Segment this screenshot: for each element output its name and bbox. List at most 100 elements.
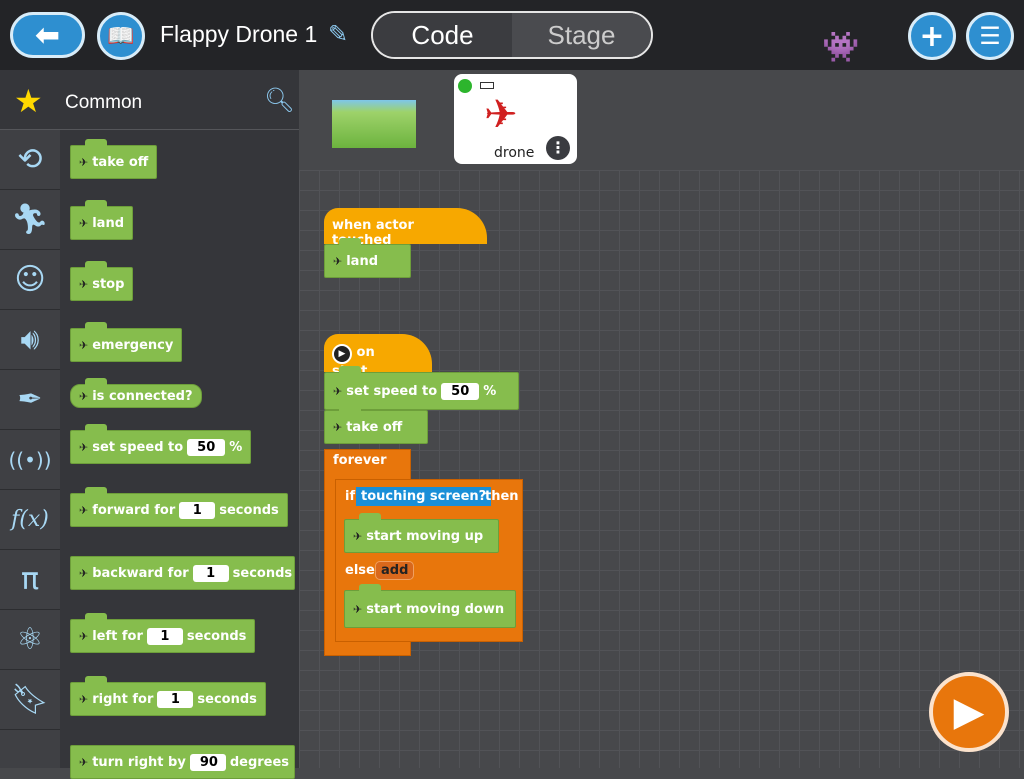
block-label: land	[92, 215, 125, 231]
block-label: start moving up	[366, 528, 484, 544]
category-list: ⟲ 🏃︎ ☺ 🔊︎ ✒ ((•)) f(x) π ⚛ 🔖︎	[0, 130, 60, 768]
start-moving-up-block[interactable]: ✈ start moving up	[344, 513, 499, 553]
block-label: emergency	[92, 337, 174, 353]
block-label: stop	[92, 276, 125, 292]
connected-status-icon	[458, 79, 472, 93]
block-label: %	[483, 383, 497, 399]
speed-input[interactable]: 50	[187, 438, 226, 456]
block-label: degrees	[229, 754, 290, 770]
degrees-input[interactable]: 90	[189, 753, 226, 771]
project-title[interactable]: Flappy Drone 1	[160, 21, 318, 47]
else-label: else	[345, 563, 375, 578]
back-button[interactable]: ⬅	[10, 12, 85, 58]
add-button[interactable]: +	[908, 12, 956, 60]
tab-code[interactable]: Code	[373, 13, 512, 57]
then-label: then	[485, 489, 519, 504]
play-icon: ▶	[953, 689, 985, 735]
loop-icon[interactable]: ⟲	[0, 130, 60, 190]
drone-icon: ✈	[79, 503, 88, 517]
monster-avatar-icon[interactable]: 👾	[822, 30, 860, 65]
palette-is-connected[interactable]: ✈ is connected?	[70, 378, 202, 408]
block-label: start moving down	[366, 601, 505, 617]
block-label: forward for	[92, 502, 176, 518]
block-label: right for	[92, 691, 154, 707]
signal-icon[interactable]: ((•))	[0, 430, 60, 490]
block-label: turn right by	[92, 754, 186, 770]
palette-land[interactable]: ✈land	[70, 200, 134, 240]
block-label: set speed to	[346, 383, 438, 399]
battery-icon	[480, 82, 494, 89]
script-canvas[interactable]	[299, 170, 1024, 768]
drone-icon: ✈	[79, 566, 88, 580]
drone-icon: ✈	[79, 277, 88, 291]
palette-emergency[interactable]: ✈emergency	[70, 322, 183, 362]
block-label: seconds	[219, 502, 279, 518]
block-label: backward for	[92, 565, 189, 581]
start-moving-down-block[interactable]: ✈ start moving down	[344, 584, 516, 628]
speaker-icon[interactable]: 🔊︎	[0, 310, 60, 370]
seconds-input[interactable]: 1	[192, 564, 229, 582]
drone-image: ✈	[484, 92, 518, 138]
take-off-block[interactable]: ✈ take off	[324, 404, 428, 444]
bookmark-icon[interactable]: 🔖︎	[0, 670, 60, 730]
more-options-icon[interactable]: ⋮	[546, 136, 570, 160]
block-label: seconds	[232, 565, 293, 581]
view-toggle: Code Stage	[371, 11, 653, 59]
drone-icon: ✈	[79, 755, 88, 769]
drone-icon: ✈	[333, 420, 342, 434]
add-else-button[interactable]: add	[375, 561, 415, 580]
seconds-input[interactable]: 1	[146, 627, 183, 645]
search-icon[interactable]: 🔍︎	[264, 86, 295, 114]
block-label: is connected?	[92, 388, 193, 404]
top-bar: ⬅ 📖 Flappy Drone 1 ✎ Code Stage 👾 + ☰	[0, 0, 1024, 70]
block-label: seconds	[197, 691, 257, 707]
run-button[interactable]: ▶	[929, 672, 1009, 752]
pencil-icon[interactable]: ✎	[328, 20, 349, 48]
palette-stop[interactable]: ✈ stop	[70, 261, 134, 301]
forever-label: forever	[333, 453, 387, 468]
drone-icon: ✈	[353, 529, 362, 543]
block-label: take off	[92, 154, 149, 170]
speed-input[interactable]: 50	[441, 382, 480, 400]
book-icon: 📖	[107, 23, 135, 49]
drone-actor-card[interactable]: ✈ drone ⋮	[454, 74, 577, 164]
star-icon: ★	[14, 82, 43, 120]
block-label: seconds	[186, 628, 247, 644]
plus-icon: +	[919, 18, 945, 54]
touching-screen-condition[interactable]: touching screen?	[356, 487, 492, 506]
drone-icon: ✈	[79, 692, 88, 706]
arrow-left-icon: ⬅	[34, 17, 61, 53]
seconds-input[interactable]: 1	[157, 690, 194, 708]
stage-thumbnail[interactable]	[332, 100, 416, 148]
palette-take-off[interactable]: ✈take off	[70, 139, 158, 179]
block-label: take off	[346, 419, 403, 435]
function-icon[interactable]: f(x)	[0, 490, 60, 550]
block-label: left for	[92, 628, 143, 644]
seconds-input[interactable]: 1	[179, 501, 216, 519]
play-icon: ▶	[332, 344, 352, 364]
disguise-icon[interactable]: ☺	[0, 250, 60, 310]
block-label: %	[229, 439, 243, 455]
menu-button[interactable]: ☰	[966, 12, 1014, 60]
drone-icon: ✈	[79, 440, 88, 454]
atom-icon[interactable]: ⚛	[0, 610, 60, 670]
block-label: set speed to	[92, 439, 184, 455]
pi-icon[interactable]: π	[0, 550, 60, 610]
book-button[interactable]: 📖	[97, 12, 145, 60]
tab-stage[interactable]: Stage	[512, 13, 651, 57]
land-block[interactable]: ✈land	[324, 238, 411, 278]
running-icon[interactable]: 🏃︎	[0, 190, 60, 250]
pen-icon[interactable]: ✒	[0, 370, 60, 430]
drone-icon: ✈	[79, 389, 88, 403]
hamburger-icon: ☰	[979, 22, 1001, 50]
if-label: if	[345, 489, 356, 504]
drone-icon: ✈	[353, 602, 362, 616]
on-start-block[interactable]: ▶ on start	[324, 334, 432, 379]
